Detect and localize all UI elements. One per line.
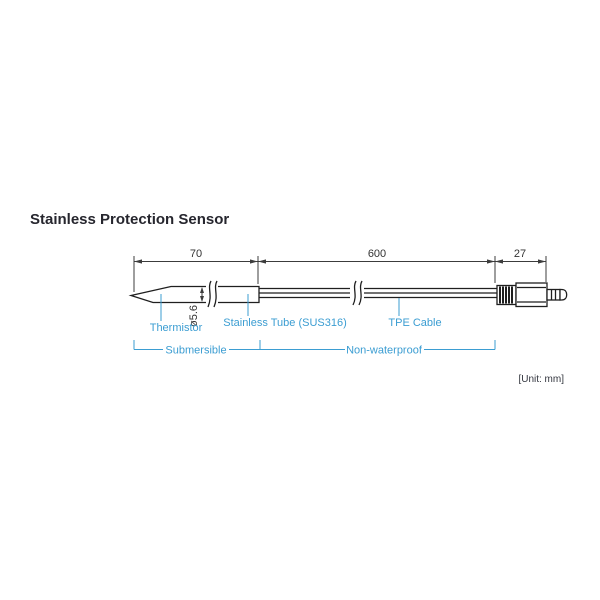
connector-body xyxy=(515,282,548,308)
stainless-tube-outline xyxy=(128,285,260,304)
dim-value-probe-diameter: ø5.6 xyxy=(188,305,200,327)
tube-break-mask xyxy=(206,284,218,305)
unit-note: [Unit: mm] xyxy=(518,374,564,385)
dim-value-probe-length: 70 xyxy=(190,248,202,260)
plug-tip xyxy=(559,288,568,301)
break-curve xyxy=(352,280,357,306)
zone-label-submersible: Submersible xyxy=(165,345,226,357)
cable-drawing xyxy=(259,280,497,306)
label-thermistor: Thermistor xyxy=(150,322,203,334)
zone-brackets: Submersible Non-waterproof xyxy=(133,340,496,357)
dim-arrow-up xyxy=(200,287,204,293)
plug-shaft xyxy=(546,288,561,301)
break-curve xyxy=(213,280,218,308)
dim-value-cable-length: 600 xyxy=(368,248,386,260)
break-curve xyxy=(358,280,363,306)
dim-arrow-down xyxy=(200,296,204,302)
dim-arrow xyxy=(258,259,266,264)
page-title: Stainless Protection Sensor xyxy=(30,211,229,228)
dim-arrow xyxy=(495,259,503,264)
part-labels: Thermistor Stainless Tube (SUS316) TPE C… xyxy=(150,294,442,334)
label-stainless-tube: Stainless Tube (SUS316) xyxy=(223,317,347,329)
dimension-lines: 70 600 27 xyxy=(133,248,547,292)
break-curve xyxy=(207,280,212,308)
dim-value-connector-length: 27 xyxy=(514,248,526,260)
cable-break-mask xyxy=(350,283,364,305)
dim-arrow xyxy=(538,259,546,264)
connector-drawing xyxy=(496,282,568,308)
zone-label-non-waterproof: Non-waterproof xyxy=(346,345,423,357)
probe-drawing: ø5.6 xyxy=(128,280,260,327)
dim-arrow xyxy=(134,259,142,264)
dim-arrow xyxy=(487,259,495,264)
dim-arrow xyxy=(250,259,258,264)
label-tpe-cable: TPE Cable xyxy=(388,317,441,329)
